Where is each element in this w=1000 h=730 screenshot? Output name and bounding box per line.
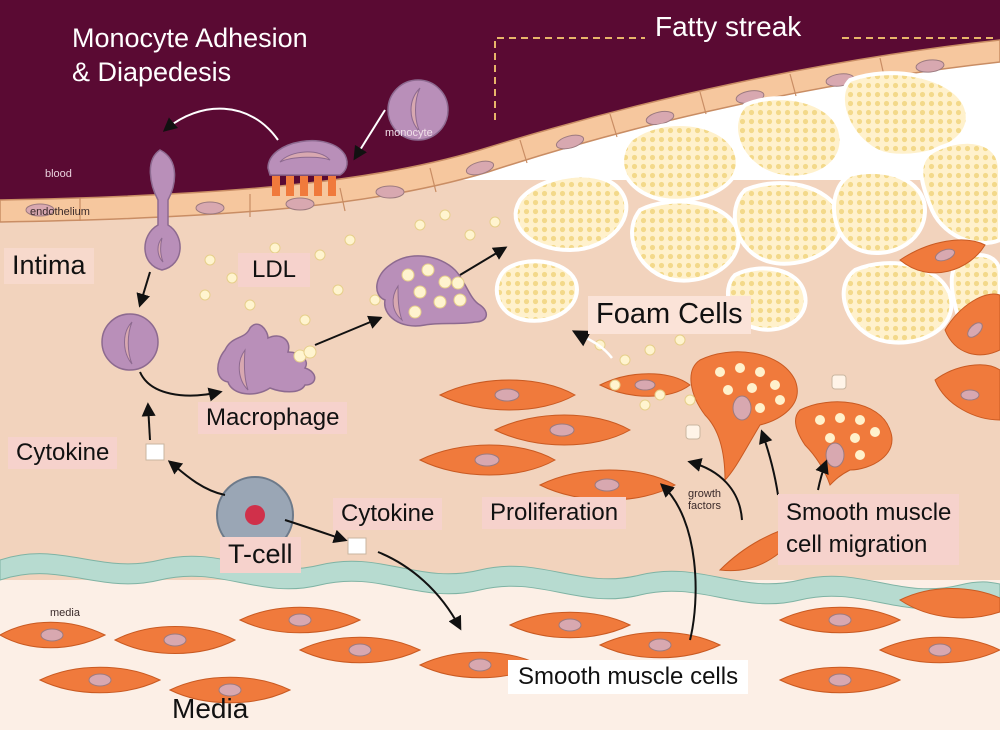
macrophage-cell xyxy=(217,323,317,395)
cytokine-particle-mid xyxy=(347,537,367,555)
ldl-label: LDL xyxy=(238,253,311,288)
t-cell-body xyxy=(216,476,294,554)
process-arrows xyxy=(136,107,829,641)
smooth-muscle-migration-line1: Smooth muscle xyxy=(786,499,952,526)
monocyte-circulating xyxy=(387,79,449,141)
endothelium xyxy=(0,39,1000,223)
intima-smc-nuclei xyxy=(474,248,983,492)
adhering-monocyte xyxy=(267,140,348,196)
smooth-muscle-cells-label: Smooth muscle cells xyxy=(508,660,749,695)
macrophage-label: Macrophage xyxy=(198,402,348,435)
media-smc-nuclei xyxy=(40,613,952,697)
t-cell-label: T-cell xyxy=(220,537,301,573)
foam-cell-cluster xyxy=(494,71,1000,345)
endothelium-small-label: endothelium xyxy=(30,206,90,218)
cytokine-particle-left xyxy=(145,443,165,461)
media-label: Media xyxy=(172,693,249,724)
proliferation-label: Proliferation xyxy=(482,497,627,530)
growth-factors-line1: growth xyxy=(688,488,722,500)
blood-small-label: blood xyxy=(45,168,72,180)
growth-factors-small-label: growth factors xyxy=(688,488,721,512)
monocyte-adhesion-label: Monocyte Adhesion & Diapedesis xyxy=(64,18,316,94)
fatty-streak-bracket xyxy=(494,37,995,120)
monocyte-adhesion-line2: & Diapedesis xyxy=(72,56,232,87)
diapedesis-monocyte xyxy=(144,149,181,271)
smooth-muscle-migration-line2: cell migration xyxy=(786,531,928,559)
foam-cells-label: Foam Cells xyxy=(588,296,751,334)
fatty-streak-label: Fatty streak xyxy=(645,8,812,47)
monocyte-small-label: monocyte xyxy=(385,127,433,139)
lipid-laden-macrophage xyxy=(376,255,487,327)
growth-factors-line2: factors xyxy=(688,500,722,513)
migrating-lipid-smooth-muscle-cells xyxy=(685,351,893,486)
intima-monocyte xyxy=(101,313,159,371)
cytokine-label-mid: Cytokine xyxy=(333,498,443,531)
intima-label: Intima xyxy=(4,248,94,284)
media-small-label: media xyxy=(50,607,80,619)
smooth-muscle-migration-label: Smooth muscle cell migration xyxy=(778,494,960,565)
monocyte-adhesion-line1: Monocyte Adhesion xyxy=(72,23,308,53)
cytokine-label-left: Cytokine xyxy=(8,437,118,470)
intima-smooth-muscle-cells xyxy=(418,239,1000,572)
